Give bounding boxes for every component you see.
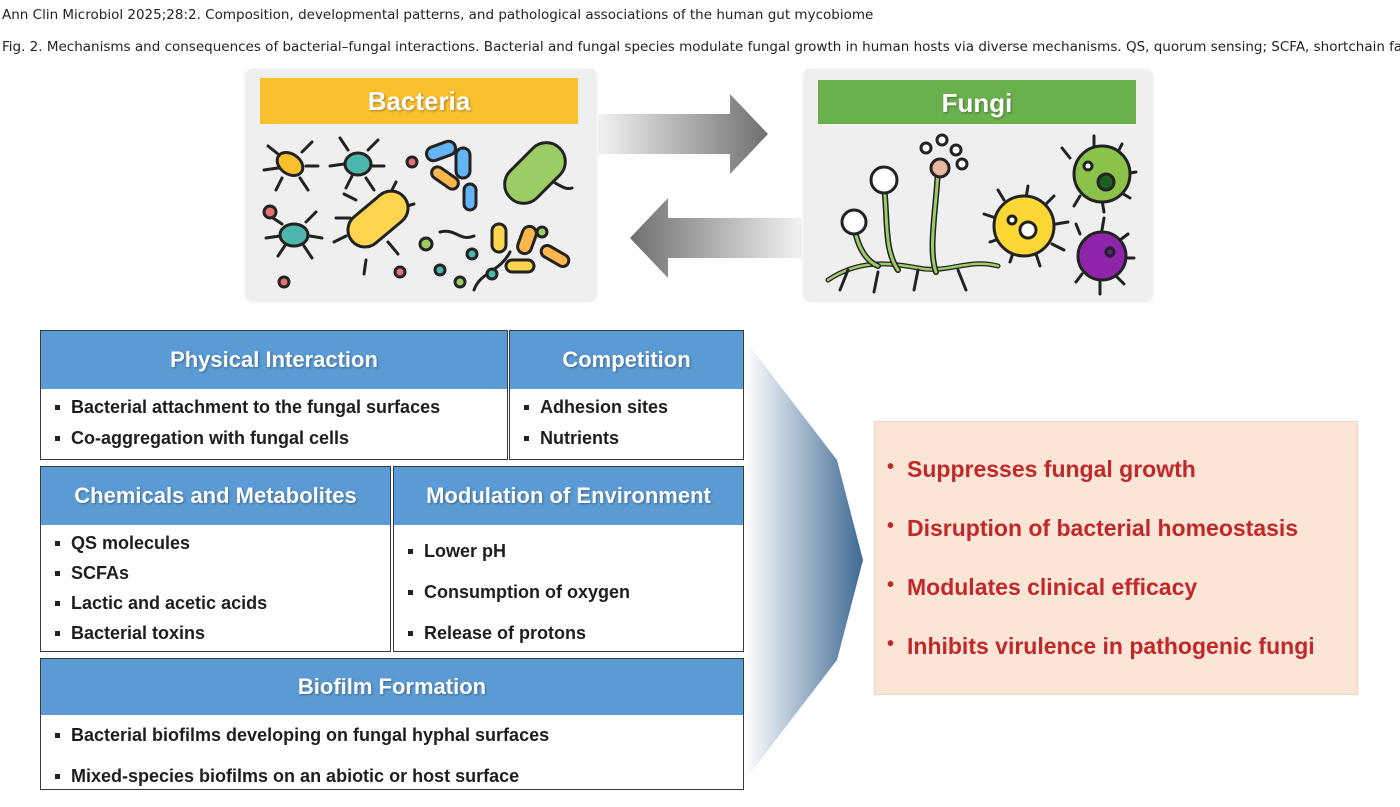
list-item: Lower pH [394,541,743,582]
list-item: Bacterial biofilms developing on fungal … [41,725,743,766]
bacteria-illustration [262,136,574,292]
competition-header: Competition [510,331,743,389]
biofilm-formation-header: Biofilm Formation [41,659,743,715]
bacteria-to-fungi-arrow [598,94,768,174]
list-item: Lactic and acetic acids [41,593,390,623]
list-item: Consumption of oxygen [394,582,743,623]
bacteria-title: Bacteria [260,78,578,124]
citation-line: Ann Clin Microbiol 2025;28:2. Compositio… [2,7,874,23]
physical-interaction-header: Physical Interaction [41,331,507,389]
list-item: Bacterial toxins [41,623,390,653]
fungi-illustration [825,133,1138,296]
bacteria-panel: Bacteria [246,70,596,301]
outcome-item: Suppresses fungal growth [875,456,1315,515]
modulation-environment-box: Modulation of Environment Lower pH Consu… [393,466,744,652]
list-item: SCFAs [41,563,390,593]
list-item: Co-aggregation with fungal cells [41,428,507,459]
biofilm-formation-box: Biofilm Formation Bacterial biofilms dev… [40,658,744,790]
fungi-panel: Fungi [804,70,1152,301]
outcome-arrow [745,340,863,780]
list-item: Nutrients [510,428,743,459]
physical-interaction-box: Physical Interaction Bacterial attachmen… [40,330,508,460]
outcomes-box: Suppresses fungal growth Disruption of b… [874,421,1358,695]
chemicals-metabolites-box: Chemicals and Metabolites QS molecules S… [40,466,391,652]
list-item: Adhesion sites [510,397,743,428]
list-item: Bacterial attachment to the fungal surfa… [41,397,507,428]
list-item: Mixed-species biofilms on an abiotic or … [41,766,743,807]
outcome-item: Disruption of bacterial homeostasis [875,515,1315,574]
fungi-to-bacteria-arrow [630,198,802,278]
competition-box: Competition Adhesion sites Nutrients [509,330,744,460]
outcome-item: Modulates clinical efficacy [875,574,1315,633]
outcome-item: Inhibits virulence in pathogenic fungi [875,633,1315,692]
list-item: Release of protons [394,623,743,664]
chemicals-metabolites-header: Chemicals and Metabolites [41,467,390,525]
fungi-title: Fungi [818,80,1136,124]
list-item: QS molecules [41,533,390,563]
figure-caption: Fig. 2. Mechanisms and consequences of b… [2,39,1400,55]
modulation-environment-header: Modulation of Environment [394,467,743,525]
